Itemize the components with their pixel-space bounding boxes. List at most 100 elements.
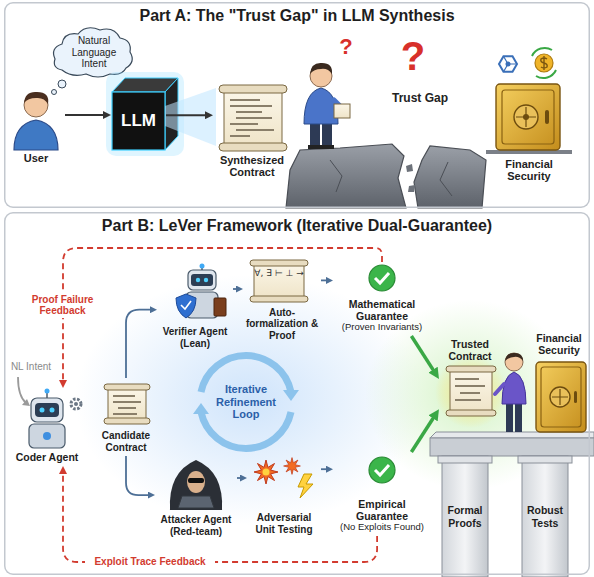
intent-arrow (18, 377, 26, 403)
user-figure: User (7, 90, 65, 168)
connector (126, 310, 153, 378)
owner-person (515, 400, 522, 432)
light-beam (165, 88, 216, 146)
security-icons (535, 54, 553, 72)
proof-scroll (250, 260, 308, 266)
security-icons (541, 56, 547, 70)
platform (430, 432, 594, 438)
contract-scroll (224, 90, 282, 146)
owner-person (495, 353, 526, 432)
coder-robot (43, 432, 51, 440)
agent-figure: Attacker Agent (Red-team) (155, 452, 237, 540)
safe-figure (502, 90, 554, 144)
verifier-robot (181, 301, 191, 309)
exploit-burst (284, 458, 301, 475)
panel-title: Part B: LeVer Framework (Iterative Dual-… (6, 217, 588, 235)
connector (63, 248, 382, 383)
agent-figure: Verifier Agent (Lean) (157, 262, 233, 352)
safe-figure (536, 362, 586, 432)
refinement-loop (283, 390, 299, 401)
contract-scroll (219, 85, 287, 93)
node-label: Candidate Contract (93, 430, 159, 453)
platform (518, 456, 572, 463)
cliff (414, 146, 486, 208)
proof-scroll (250, 296, 308, 302)
platform (442, 456, 488, 577)
connector (166, 114, 208, 116)
confused-person (310, 63, 332, 74)
verifier-robot (191, 274, 213, 286)
safe-figure (550, 387, 570, 407)
connector (65, 114, 106, 116)
contract-scroll (230, 105, 272, 107)
intent-arrow (18, 377, 30, 406)
confused-person (334, 104, 350, 118)
security-icons (499, 48, 556, 78)
edge-label: Exploit Trace Feedback (85, 555, 215, 569)
loop-label: Iterative Refinement Loop (210, 383, 282, 421)
node-label: User (9, 152, 63, 165)
exploit-burst (263, 469, 270, 476)
question-mark: ? (334, 36, 358, 58)
coder-robot (35, 403, 59, 417)
node-label: Robust Tests (523, 504, 567, 528)
connector (321, 279, 329, 281)
panel-title: Part A: The "Trust Gap" in LLM Synthesis (6, 7, 588, 25)
check-mark (369, 265, 395, 483)
confused-person (321, 145, 334, 149)
node-label: Adversarial Unit Testing (249, 512, 319, 535)
safe-figure: Financial Security (527, 330, 591, 438)
background-glow (75, 275, 575, 525)
exploit-burst (298, 474, 313, 498)
contract-scroll (108, 388, 146, 420)
node-label: (Proven Invariants) (335, 322, 429, 333)
contract-scroll (104, 384, 150, 424)
attacker-figure (187, 471, 205, 493)
platform (430, 438, 594, 456)
verifier-robot (204, 278, 208, 282)
llm-cube: LLM (111, 92, 166, 150)
node-label: Empirical Guarantee (335, 498, 429, 522)
user-figure (24, 92, 48, 104)
verifier-robot (176, 264, 226, 319)
agent-figure: Coder Agent (7, 388, 87, 466)
contract-scroll (236, 117, 272, 119)
pillar-box: Robust Tests (521, 464, 569, 570)
check-mark (369, 265, 395, 291)
guarantee-check: Empirical Guarantee(No Exploits Found) (333, 452, 431, 536)
node-label: Attacker Agent (Red-team) (157, 514, 235, 537)
check-mark (375, 273, 389, 283)
contract-scroll: Synthesized Contract (213, 84, 291, 182)
safe-figure: Financial Security (483, 80, 575, 186)
node-label: Financial Security (485, 158, 573, 183)
contract-scroll (219, 85, 287, 151)
confused-person (308, 145, 321, 149)
exploit-figure: Adversarial Unit Testing (247, 452, 321, 538)
contract-scroll (104, 384, 150, 390)
contract-scroll (118, 407, 136, 409)
verifier-robot (196, 278, 200, 282)
owner-person (495, 384, 504, 394)
coder-robot (71, 399, 81, 409)
safe-figure (523, 114, 529, 120)
contract-scroll (104, 418, 150, 424)
owner-person (506, 400, 513, 432)
panel-ground (4, 2, 590, 208)
safe-figure (541, 367, 581, 427)
input-label: NL Intent (4, 361, 58, 373)
security-icons (506, 62, 511, 67)
node-label: Mathematical Guarantee (335, 298, 429, 322)
platform (522, 456, 568, 577)
refinement-loop (193, 403, 209, 414)
coder-robot (29, 424, 65, 448)
trusted-scroll (446, 366, 496, 372)
attacker-figure (170, 460, 222, 510)
coder-robot (45, 389, 50, 394)
safe-figure (552, 389, 568, 405)
contract-scroll (113, 413, 137, 415)
light-beam (165, 88, 216, 146)
question-mark: ? (394, 36, 432, 76)
